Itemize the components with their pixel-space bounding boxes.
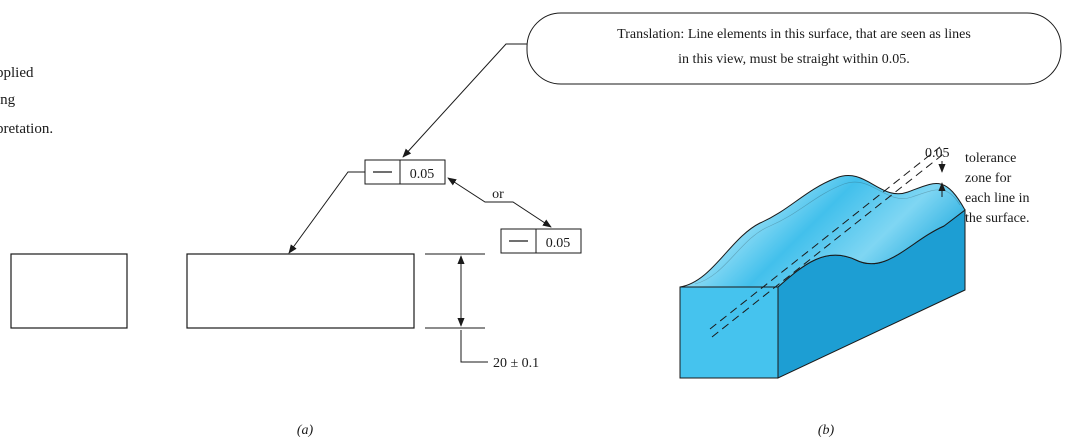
- callout-leader-arrow: [402, 43, 527, 158]
- fcf-top-value: 0.05: [410, 167, 435, 182]
- side-note-line-1: pplied: [0, 65, 34, 81]
- zone-note-line-4: the surface.: [965, 211, 1030, 226]
- side-note-line-3: pretation.: [0, 121, 53, 137]
- left-view-rectangle: [10, 253, 128, 329]
- caption-b: (b): [818, 423, 835, 438]
- fcf-leader-arrow: [288, 171, 365, 254]
- or-connector-arrow: [447, 177, 552, 228]
- tolerance-zone-line-1: [709, 146, 941, 330]
- dimension-leader: [460, 330, 488, 363]
- surface-shading-line: [694, 181, 961, 285]
- dimension-text: 20 ± 0.1: [493, 356, 539, 371]
- or-label: or: [492, 187, 504, 202]
- zone-note-line-1: tolerance: [965, 151, 1016, 166]
- block-top-surface: [679, 175, 966, 288]
- translation-callout: [526, 12, 1062, 85]
- side-note-line-2: ing: [0, 92, 16, 108]
- zone-note-line-3: each line in: [965, 191, 1030, 206]
- block-front-face: [679, 286, 779, 379]
- wavy-block-illustration: [679, 146, 966, 379]
- feature-control-frame-top: 0.05: [364, 159, 446, 185]
- zone-value: 0.05: [925, 146, 950, 161]
- fcf-right-value: 0.05: [546, 236, 571, 251]
- caption-a: (a): [297, 423, 314, 438]
- front-view-rectangle: [186, 253, 415, 329]
- feature-control-frame-right: 0.05: [500, 228, 582, 254]
- callout-line-1: Translation: Line elements in this surfa…: [617, 27, 971, 42]
- tolerance-zone-line-2: [711, 151, 947, 338]
- zone-note-line-2: zone for: [965, 171, 1012, 186]
- callout-line-2: in this view, must be straight within 0.…: [678, 52, 910, 67]
